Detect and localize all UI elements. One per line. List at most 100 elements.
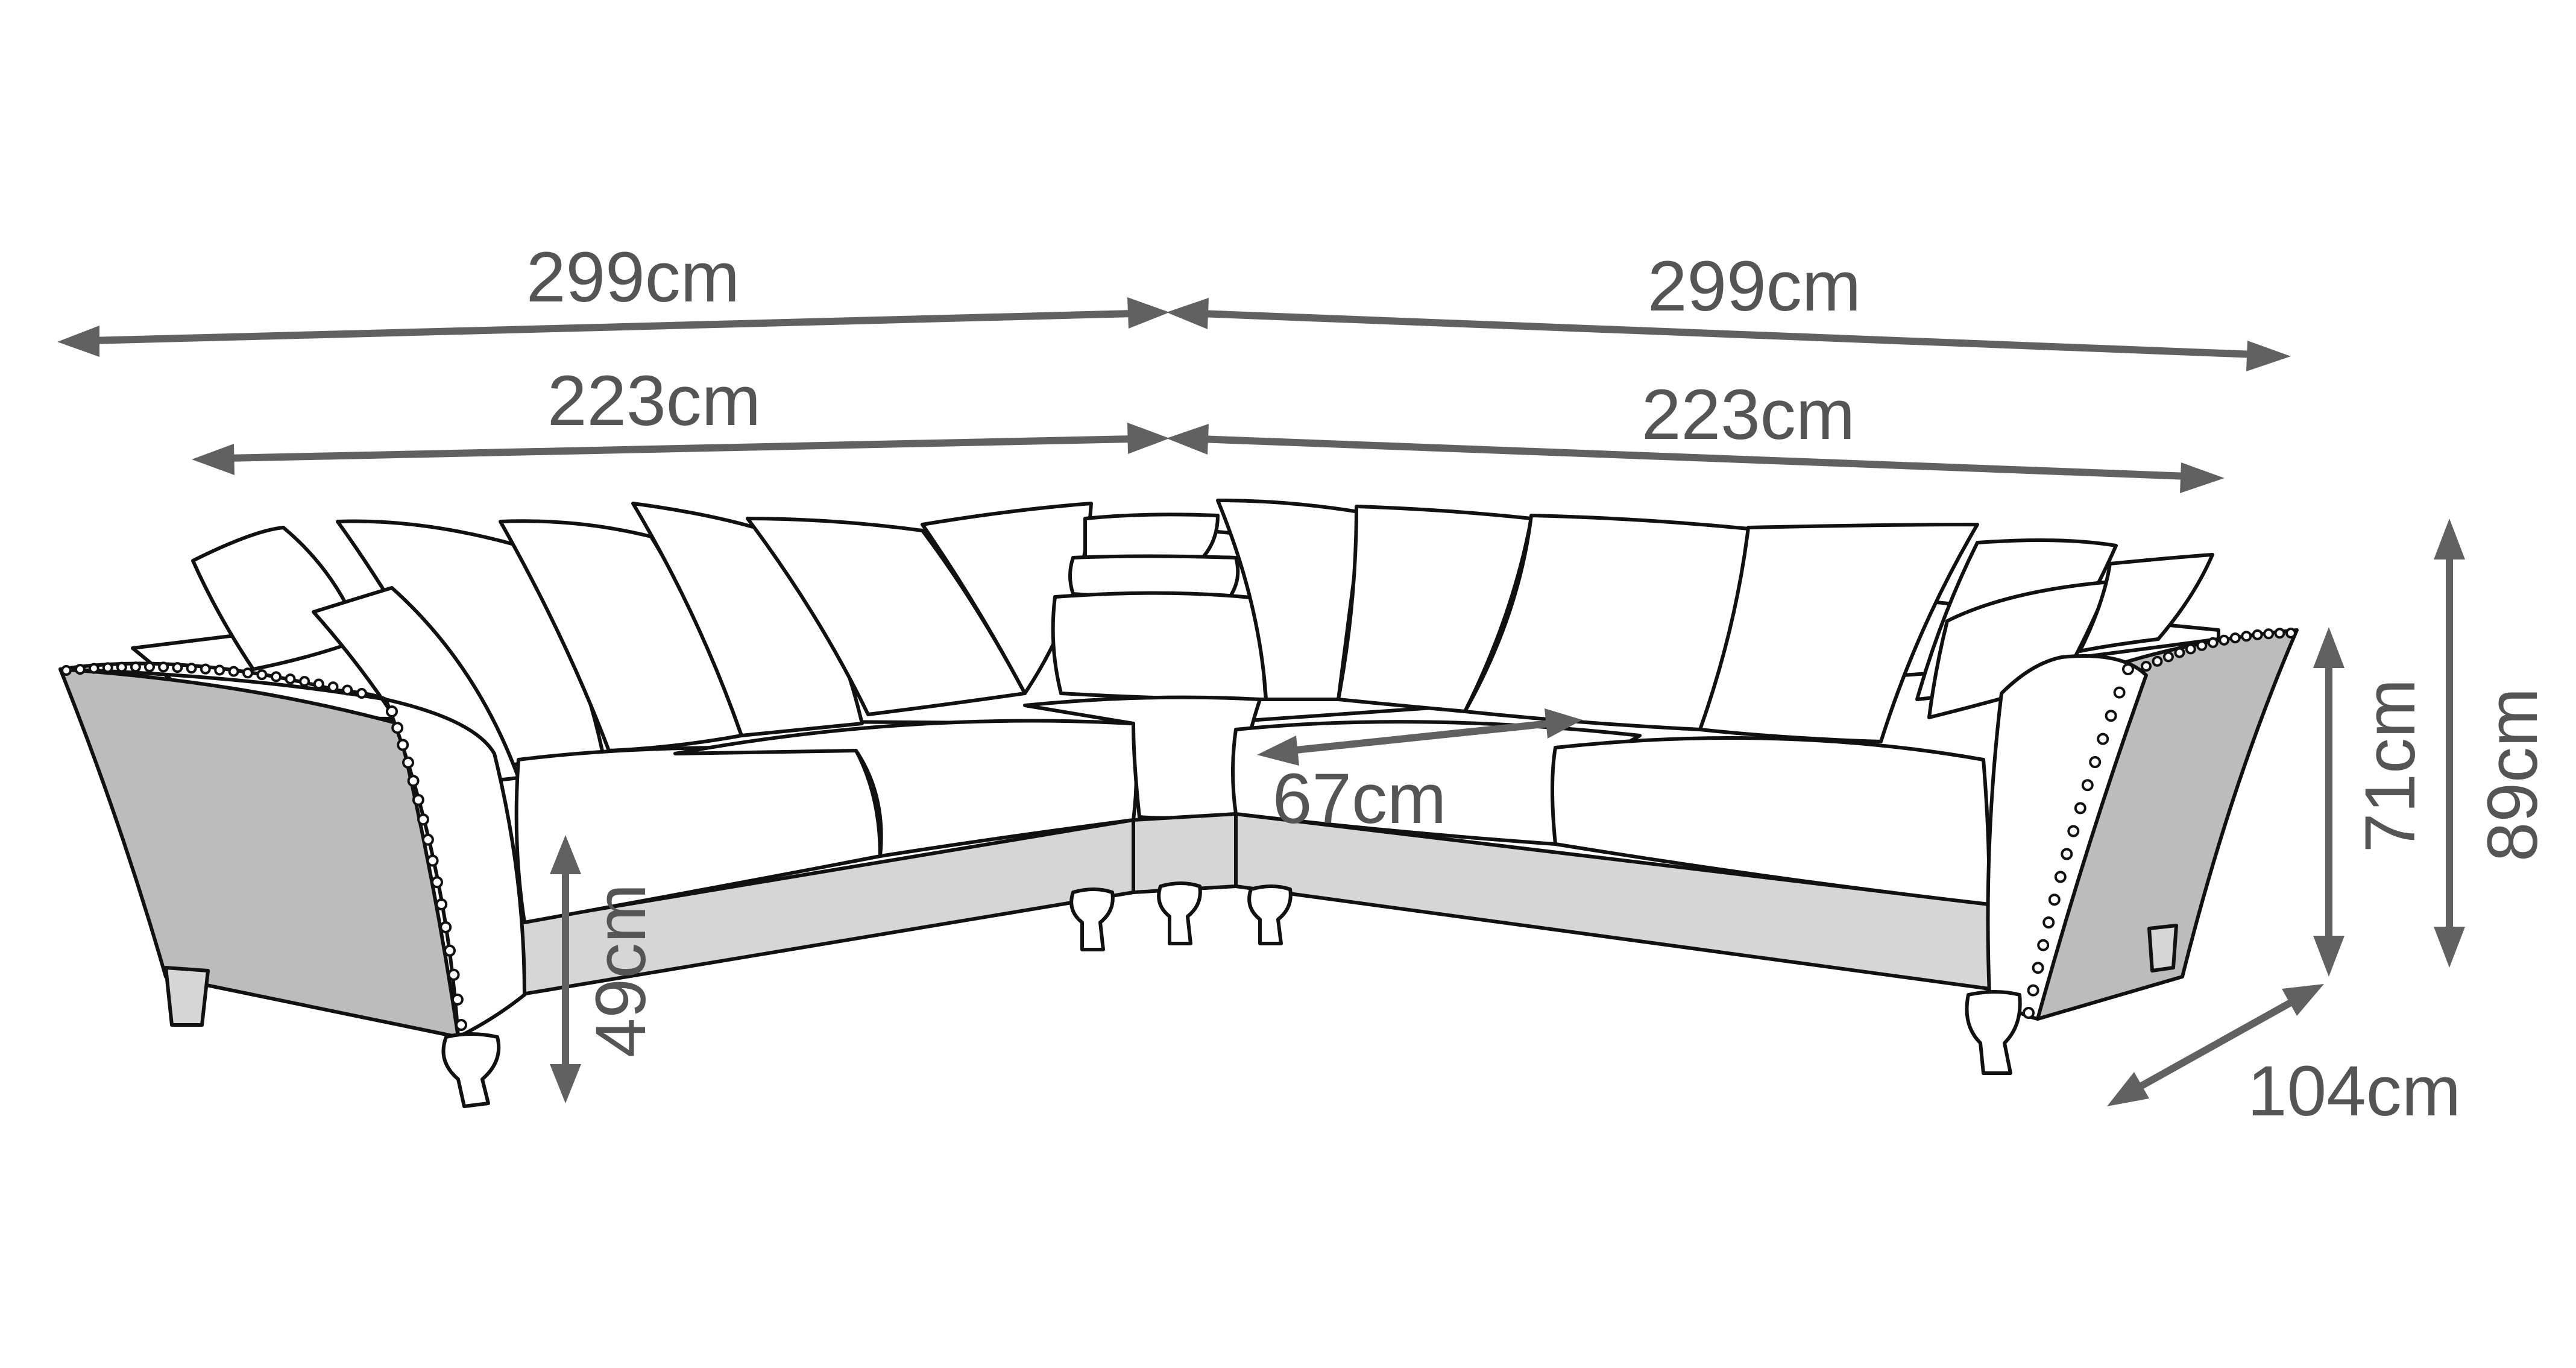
stud bbox=[172, 662, 183, 673]
left-overall-width-arrow bbox=[57, 297, 1170, 357]
sofa-leg bbox=[1965, 990, 2022, 1075]
stud bbox=[2097, 733, 2109, 745]
back-cushion bbox=[1083, 512, 1220, 563]
stud bbox=[242, 667, 253, 679]
stud bbox=[421, 833, 434, 846]
dimension-labels: 299cm 299cm 223cm 223cm 67cm 49cm 71cm 8… bbox=[526, 238, 2552, 1131]
stud bbox=[439, 921, 452, 933]
stud bbox=[2032, 962, 2044, 974]
stud bbox=[200, 663, 211, 675]
stud bbox=[313, 678, 324, 690]
stud bbox=[2081, 779, 2094, 792]
stud bbox=[2141, 661, 2152, 672]
stud bbox=[402, 756, 414, 769]
stud bbox=[451, 993, 464, 1006]
stud bbox=[2274, 628, 2285, 639]
stud bbox=[2285, 628, 2296, 638]
back-cushion bbox=[631, 502, 864, 737]
stud bbox=[228, 666, 239, 677]
overall-height-label: 89cm bbox=[2473, 688, 2552, 862]
stud bbox=[391, 722, 404, 734]
overall-depth-arrow bbox=[2107, 984, 2324, 1106]
stud bbox=[2174, 647, 2185, 658]
sofa-leg bbox=[1157, 881, 1202, 945]
stud bbox=[2027, 984, 2039, 997]
stud bbox=[88, 663, 99, 674]
sofa-leg bbox=[1247, 884, 1293, 945]
back-cushion bbox=[2078, 553, 2214, 653]
dimension-arrows bbox=[57, 297, 2465, 1106]
seat-height-label: 49cm bbox=[581, 884, 661, 1058]
stud bbox=[426, 854, 439, 867]
stud bbox=[2207, 637, 2219, 648]
stud bbox=[2122, 663, 2134, 675]
right-seat-width-arrow bbox=[1167, 424, 2225, 493]
stud bbox=[2162, 651, 2174, 663]
corner-base bbox=[1132, 812, 1238, 894]
stud bbox=[102, 662, 113, 673]
stud bbox=[407, 775, 420, 787]
seat-depth-label: 67cm bbox=[1273, 759, 1447, 839]
stud bbox=[397, 739, 409, 751]
stud bbox=[342, 684, 353, 696]
stud bbox=[431, 876, 443, 889]
sofa-leg bbox=[441, 1032, 501, 1108]
stud bbox=[2074, 802, 2086, 815]
arm-height-label: 71cm bbox=[2351, 679, 2430, 853]
stud bbox=[444, 944, 456, 957]
corner-sofa-illustration bbox=[58, 499, 2299, 1108]
right-overall-width-arrow bbox=[1167, 298, 2291, 371]
stud bbox=[455, 1019, 467, 1031]
stud-trim-left bbox=[386, 705, 467, 1031]
right-seat-width-label: 223cm bbox=[1642, 375, 1855, 455]
stud bbox=[158, 661, 169, 673]
stud bbox=[214, 664, 225, 676]
stud-trim-right bbox=[2023, 663, 2134, 1019]
arm-height-arrow bbox=[2313, 627, 2345, 977]
stud bbox=[2023, 1007, 2035, 1019]
right-overall-width-label: 299cm bbox=[1648, 247, 1861, 326]
seat-depth-arrow bbox=[1257, 708, 1582, 766]
stud bbox=[435, 898, 448, 910]
stud bbox=[386, 705, 398, 717]
stud bbox=[2219, 634, 2230, 646]
stud bbox=[74, 664, 86, 675]
stud bbox=[2113, 686, 2126, 699]
stud bbox=[2048, 894, 2061, 906]
stud-trim-top-right bbox=[2141, 628, 2296, 672]
stud bbox=[144, 661, 155, 673]
sofa-leg bbox=[164, 966, 210, 1027]
stud bbox=[130, 661, 141, 673]
stud bbox=[2152, 655, 2163, 667]
stud bbox=[186, 663, 197, 674]
stud bbox=[2105, 710, 2117, 722]
corner-scatter-cushion bbox=[1051, 591, 1274, 701]
stud bbox=[2263, 628, 2275, 640]
stud bbox=[2067, 825, 2080, 837]
stud bbox=[2185, 643, 2196, 655]
stud bbox=[2252, 629, 2263, 640]
stud bbox=[2196, 640, 2208, 651]
stud bbox=[299, 676, 310, 687]
seat-height-arrow bbox=[550, 835, 581, 1103]
left-arm-top bbox=[58, 661, 388, 701]
stud bbox=[2054, 871, 2067, 883]
stud bbox=[447, 968, 460, 981]
left-seat-width-label: 223cm bbox=[547, 361, 761, 441]
stud bbox=[327, 681, 339, 693]
overall-depth-label: 104cm bbox=[2247, 1051, 2461, 1131]
stud bbox=[2089, 756, 2102, 768]
stud bbox=[2061, 848, 2073, 860]
stud bbox=[285, 673, 296, 685]
stud bbox=[412, 793, 424, 806]
stud bbox=[2042, 916, 2055, 928]
stud bbox=[256, 669, 268, 681]
left-overall-width-label: 299cm bbox=[526, 238, 740, 317]
stud-trim-top-left bbox=[61, 661, 367, 699]
stud bbox=[271, 671, 282, 682]
left-seat-width-arrow bbox=[192, 423, 1170, 475]
stud bbox=[417, 813, 429, 826]
stud bbox=[116, 661, 127, 673]
stud bbox=[356, 688, 367, 699]
